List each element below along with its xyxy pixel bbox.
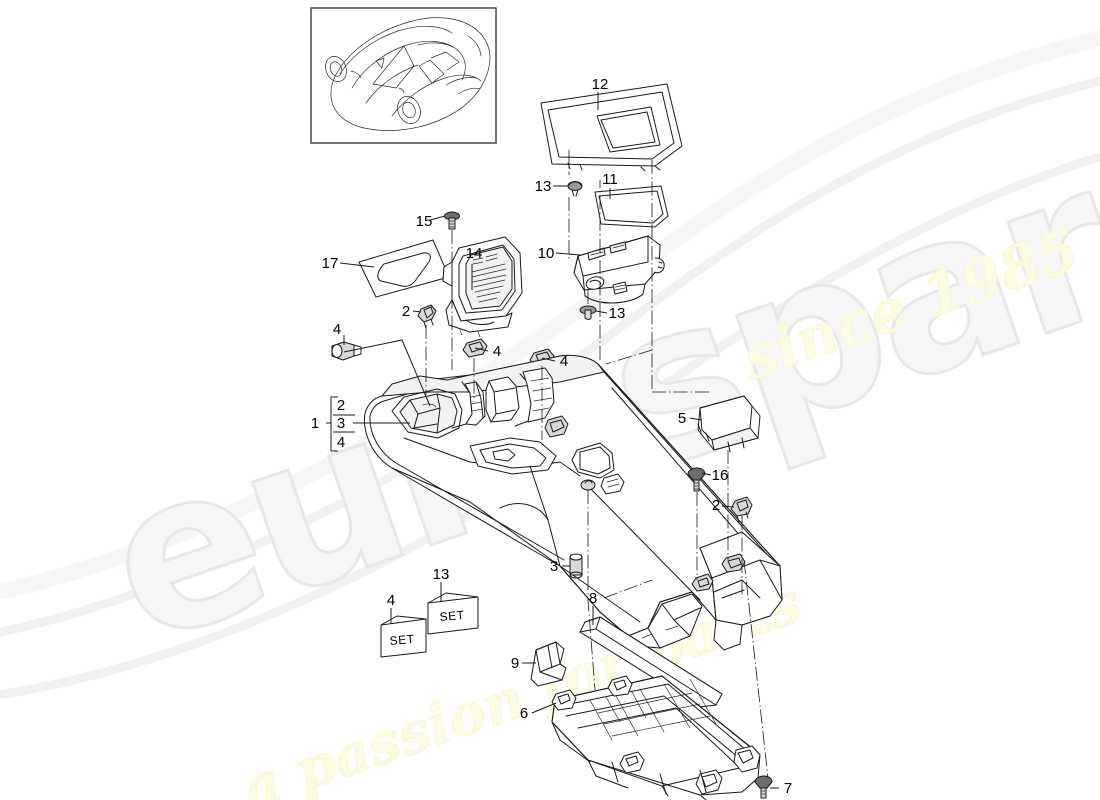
callout-6-number: 6 — [520, 705, 528, 722]
callout-13c-number: 13 — [433, 566, 450, 583]
callout-1[interactable]: 1 — [311, 415, 319, 432]
panamera-line-drawing — [325, 17, 491, 131]
callout-14-number: 14 — [466, 245, 483, 262]
callout-16-number: 16 — [712, 467, 729, 484]
callout-9-number: 9 — [511, 655, 519, 672]
callout-8-number: 8 — [589, 590, 597, 607]
callout-13a-number: 13 — [535, 178, 552, 195]
part-8-cover-strip — [579, 616, 723, 708]
callout-2c-number: 2 — [712, 497, 720, 514]
callout-12[interactable]: 12 — [592, 76, 609, 93]
callout-13b[interactable]: 13 — [609, 305, 626, 322]
part-13-set-box: SET — [427, 592, 479, 635]
callout-4b[interactable]: 4 — [333, 321, 341, 338]
callout-8[interactable]: 8 — [589, 590, 597, 607]
callout-15[interactable]: 15 — [416, 213, 433, 230]
callout-13a[interactable]: 13 — [535, 178, 552, 195]
callout-9[interactable]: 9 — [511, 655, 519, 672]
callout-3b-number: 3 — [550, 558, 558, 575]
watermark-swoosh-lower — [0, 76, 1100, 637]
callout-17[interactable]: 17 — [322, 255, 339, 272]
callout-4a-number: 4 — [337, 434, 345, 451]
callout-5[interactable]: 5 — [678, 410, 686, 427]
callout-4c-number: 4 — [493, 343, 501, 360]
assembly-axis-lines — [425, 150, 769, 779]
part-7-screw — [754, 775, 773, 799]
callout-leader-lines — [339, 92, 779, 789]
callout-10-number: 10 — [538, 245, 555, 262]
callout-4e[interactable]: 4 — [387, 592, 395, 609]
callout-2a-number: 2 — [337, 397, 345, 414]
part-4-set-box: SET — [380, 615, 427, 658]
set-box-13-label: SET — [439, 608, 465, 624]
callout-5-number: 5 — [678, 410, 686, 427]
callout-13b-number: 13 — [609, 305, 626, 322]
callout-16[interactable]: 16 — [712, 467, 729, 484]
callout-15-number: 15 — [416, 213, 433, 230]
callout-1-number: 1 — [311, 415, 319, 432]
part-15-screw — [444, 211, 460, 230]
callout-12-number: 12 — [592, 76, 609, 93]
part-12-rear-console-cover — [540, 83, 683, 172]
callout-7[interactable]: 7 — [784, 780, 792, 797]
callout-4c[interactable]: 4 — [493, 343, 501, 360]
callout-2b[interactable]: 2 — [402, 303, 410, 320]
part-14-gear-shift-trim — [442, 236, 523, 338]
part-5-console-end-cap — [697, 395, 761, 453]
callout-7-number: 7 — [784, 780, 792, 797]
callout-3a[interactable]: 3 — [337, 415, 345, 432]
part-4-sleeve-bushing — [331, 341, 362, 361]
callout-2a[interactable]: 2 — [337, 397, 345, 414]
callout-14[interactable]: 14 — [466, 245, 483, 262]
part-13-fastener-lower — [579, 305, 597, 320]
callout-4b-number: 4 — [333, 321, 341, 338]
callout-4e-number: 4 — [387, 592, 395, 609]
callout-10[interactable]: 10 — [538, 245, 555, 262]
callout-13c[interactable]: 13 — [433, 566, 450, 583]
vehicle-thumbnail — [310, 7, 497, 144]
callout-3a-number: 3 — [337, 415, 345, 432]
callout-17-number: 17 — [322, 255, 339, 272]
bracket-group-1-2-3-4 — [326, 396, 410, 452]
part-3-bushing — [569, 553, 583, 579]
part-16-screw — [687, 467, 706, 492]
callout-4d[interactable]: 4 — [560, 353, 568, 370]
callout-4a[interactable]: 4 — [337, 434, 345, 451]
part-2-clip-upper-left — [417, 304, 437, 329]
callout-6[interactable]: 6 — [520, 705, 528, 722]
part-6-storage-tray — [551, 675, 761, 800]
callout-11-number: 11 — [602, 171, 618, 188]
callout-3b[interactable]: 3 — [550, 558, 558, 575]
callout-4d-number: 4 — [560, 353, 568, 370]
callout-2c[interactable]: 2 — [712, 497, 720, 514]
part-10-rear-control-unit — [573, 235, 665, 304]
callout-11[interactable]: 11 — [602, 171, 618, 188]
watermark-swoosh-upper — [0, 30, 1100, 600]
part-2-clip-right — [730, 496, 753, 523]
set-box-4-label: SET — [389, 632, 415, 648]
part-9-bracket — [530, 641, 567, 687]
callout-2b-number: 2 — [402, 303, 410, 320]
part-1-center-console-body — [363, 354, 783, 651]
